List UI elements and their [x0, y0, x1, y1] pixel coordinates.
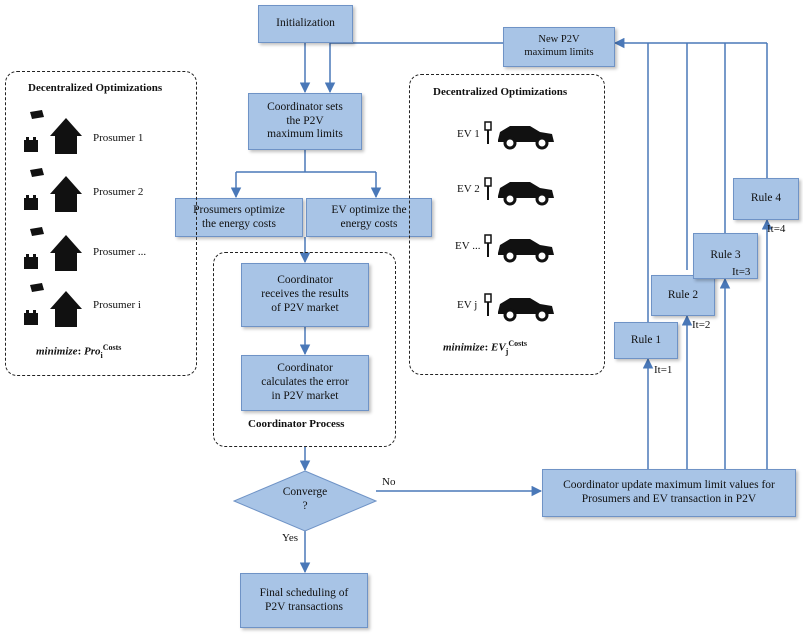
- house-solar-battery-icon: [24, 283, 82, 327]
- prosumer-objective: minimize: ProiCosts: [36, 343, 122, 360]
- objective-sub: j: [505, 346, 509, 356]
- ev-2-label: EV 2: [457, 183, 480, 195]
- rule-1-iter: It=1: [654, 364, 673, 376]
- ev-ellipsis-label: EV ...: [455, 240, 481, 252]
- no-label: No: [382, 476, 396, 488]
- prosumer-1-label: Prosumer 1: [93, 132, 144, 144]
- rule-2-box: Rule 2: [651, 275, 715, 316]
- house-solar-battery-icon: [24, 227, 82, 271]
- new-limits-box: New P2V maximum limits: [503, 27, 615, 67]
- coordinator-process-label: Coordinator Process: [248, 418, 345, 430]
- coordinator-sets-box: Coordinator sets the P2V maximum limits: [248, 93, 362, 150]
- rule-1-box: Rule 1: [614, 322, 678, 359]
- ev-objective: minimize: EVjCosts: [443, 339, 528, 356]
- ev-j-label: EV j: [457, 299, 478, 311]
- coordinator-receives-box: Coordinator receives the results of P2V …: [241, 263, 369, 327]
- initialization-box: Initialization: [258, 5, 353, 43]
- minimize-word: minimize: [443, 341, 485, 354]
- prosumer-panel: [5, 71, 197, 376]
- final-scheduling-box: Final scheduling of P2V transactions: [240, 573, 368, 628]
- rule-2-iter: It=2: [692, 319, 711, 331]
- converge-label: Converge ?: [282, 486, 328, 512]
- coordinator-update-box: Coordinator update maximum limit values …: [542, 469, 796, 517]
- coordinator-calculates-box: Coordinator calculates the error in P2V …: [241, 355, 369, 411]
- house-solar-battery-icon: [24, 110, 82, 154]
- ev-optimize-box: EV optimize the energy costs: [306, 198, 432, 237]
- ev-panel: [409, 74, 605, 375]
- ev-car-icon: [484, 293, 554, 322]
- objective-sup: Costs: [102, 343, 122, 352]
- prosumer-panel-title: Decentralized Optimizations: [28, 82, 163, 94]
- prosumer-ellipsis-label: Prosumer ...: [93, 246, 147, 258]
- house-solar-battery-icon: [24, 168, 82, 212]
- objective-sup: Costs: [508, 339, 528, 348]
- minimize-word: minimize: [36, 345, 78, 358]
- rule-4-iter: It=4: [767, 223, 786, 235]
- prosumer-2-label: Prosumer 2: [93, 186, 144, 198]
- coordinator-process-group: [213, 252, 396, 447]
- ev-car-icon: [484, 177, 554, 206]
- ev-1-label: EV 1: [457, 128, 480, 140]
- rule-4-box: Rule 4: [733, 178, 799, 220]
- prosumer-i-label: Prosumer i: [93, 299, 141, 311]
- ev-panel-title: Decentralized Optimizations: [433, 86, 568, 98]
- ev-car-icon: [484, 234, 554, 263]
- objective-sub: i: [100, 350, 103, 360]
- objective-var: Pro: [83, 345, 101, 358]
- ev-car-icon: [484, 121, 554, 150]
- rule-3-box: Rule 3: [693, 233, 758, 279]
- converge-diamond: [233, 470, 377, 532]
- rule-3-iter: It=3: [732, 266, 751, 278]
- yes-label: Yes: [282, 532, 299, 544]
- objective-var: EV: [490, 341, 506, 354]
